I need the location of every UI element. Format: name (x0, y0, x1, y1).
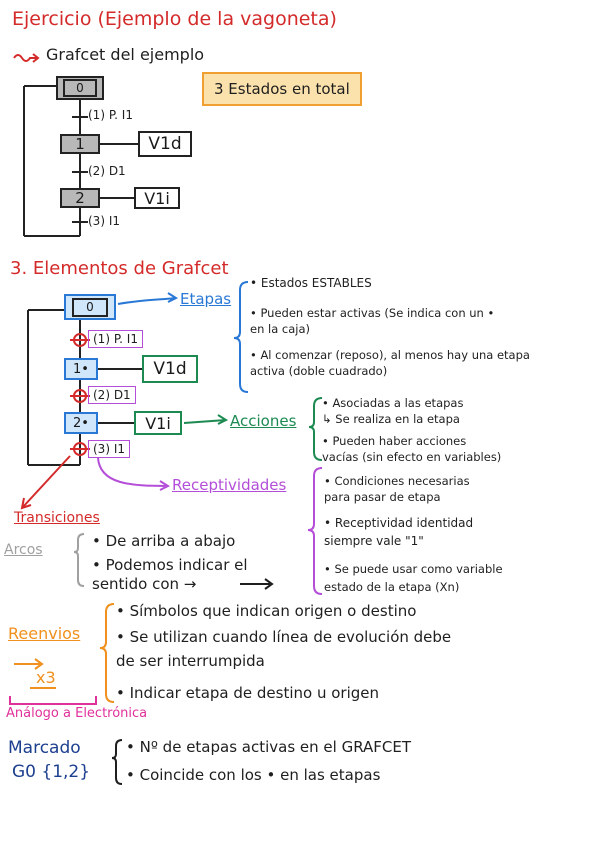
arcos-label: Arcos (4, 542, 43, 558)
states-note: 3 Estados en total (202, 72, 362, 106)
etapas-item: • Al comenzar (reposo), al menos hay una… (250, 348, 530, 362)
marcado-item: • Coincide con los • en las etapas (126, 766, 381, 784)
reenvios-item: • Se utilizan cuando línea de evolución … (116, 628, 452, 646)
diagram-step-1: 1• (64, 358, 98, 380)
marcado-set: G0 {1,2} (12, 762, 91, 782)
arcos-item: • De arriba a abajo (92, 532, 236, 550)
sentido-arrow-icon (240, 578, 274, 590)
example-grafcet-lines (23, 85, 138, 237)
transiciones-label: Transiciones (14, 510, 100, 526)
receptividades-arrow-icon (97, 457, 171, 491)
receptividades-item: siempre vale "1" (324, 534, 424, 548)
example-action-1: V1d (138, 131, 192, 157)
diagram-action-2: V1i (134, 411, 182, 435)
example-step-1: 1 (60, 134, 100, 154)
etapas-item: en la caja) (250, 322, 311, 336)
example-step-0: 0 (56, 76, 104, 100)
etapas-arrow-icon (117, 292, 179, 305)
example-transition-1: (1) P. I1 (88, 108, 133, 122)
example-step-0-label: 0 (63, 79, 97, 97)
etapas-brace (233, 281, 249, 393)
acciones-label: Acciones (230, 412, 297, 430)
reenvios-label: Reenvios (8, 624, 81, 643)
page-title: Ejercicio (Ejemplo de la vagoneta) (12, 8, 337, 30)
etapas-item: • Estados ESTABLES (250, 276, 372, 290)
reenvio-symbol: x3 (36, 668, 56, 687)
acciones-item: vacías (sin efecto en variables) (322, 450, 502, 464)
diagram-transition-2: (2) D1 (88, 386, 136, 404)
diagram-step-0: 0 (64, 294, 116, 320)
page-subtitle: Grafcet del ejemplo (46, 45, 205, 64)
example-step-2: 2 (60, 188, 100, 208)
reenvios-item: de ser interrumpida (116, 652, 265, 670)
receptividades-item: • Condiciones necesarias (324, 474, 470, 488)
etapas-item: activa (doble cuadrado) (250, 364, 388, 378)
example-transition-3: (3) I1 (88, 214, 120, 228)
receptividades-brace (307, 467, 323, 595)
diagram-transition-1: (1) P. I1 (88, 330, 143, 348)
receptividades-item: estado de la etapa (Xn) (324, 580, 460, 594)
acciones-item: • Pueden haber acciones (322, 434, 467, 448)
header-arrow-icon (13, 53, 40, 63)
etapas-item: • Pueden estar activas (Se indica con un… (250, 306, 495, 320)
diagram-transition-3: (3) I1 (88, 440, 130, 458)
transition-markers (70, 333, 90, 456)
analogy-note: Análogo a Electrónica (6, 706, 148, 721)
receptividades-item: • Receptividad identidad (324, 516, 474, 530)
example-action-2: V1i (134, 187, 180, 209)
receptividades-label: Receptividades (172, 476, 287, 494)
arcos-item: • Podemos indicar el (92, 556, 248, 574)
reenvios-brace (99, 603, 115, 703)
receptividades-item: para pasar de etapa (324, 490, 441, 504)
marcado-label: Marcado (8, 738, 81, 758)
arcos-item: sentido con → (92, 575, 197, 593)
reenvios-item: • Indicar etapa de destino u origen (116, 684, 380, 702)
acciones-arrow-icon (183, 414, 229, 425)
diagram-step-0-label: 0 (72, 297, 108, 317)
analogy-bracket (9, 696, 97, 705)
etapas-label: Etapas (180, 290, 232, 308)
section-title: 3. Elementos de Grafcet (10, 258, 229, 279)
acciones-brace (308, 397, 323, 461)
receptividades-item: • Se puede usar como variable (324, 562, 503, 576)
acciones-item: • Asociadas a las etapas (322, 396, 464, 410)
marcado-item: • Nº de etapas activas en el GRAFCET (126, 738, 412, 756)
reenvio-symbol-icon (14, 658, 44, 670)
marcado-brace (111, 739, 123, 785)
diagram-step-2: 2• (64, 412, 98, 434)
diagram-action-1: V1d (142, 355, 198, 383)
reenvios-item: • Símbolos que indican origen o destino (116, 602, 417, 620)
transiciones-arrow-icon (20, 455, 71, 510)
arcos-brace (73, 533, 85, 587)
acciones-item: ↳ Se realiza en la etapa (322, 412, 460, 426)
example-transition-2: (2) D1 (88, 164, 126, 178)
